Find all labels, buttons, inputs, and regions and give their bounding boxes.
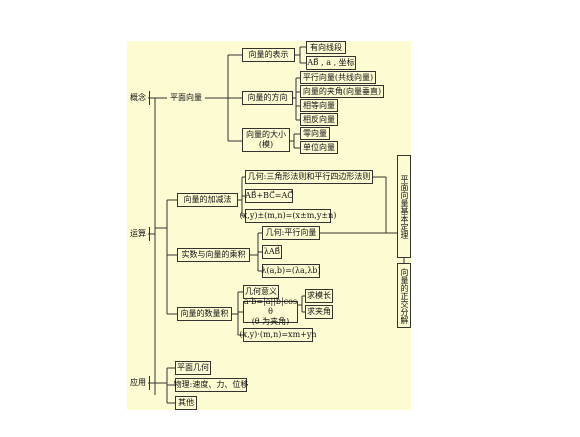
add-item-geometry: 几何:三角形法则和平行四边形法则 <box>245 170 373 184</box>
category-operation: 运算 <box>128 227 150 241</box>
magnitude-line2: (模) <box>258 140 274 149</box>
plane-vector-node: 平面向量 <box>170 93 202 102</box>
dir-item-parallel: 平行向量(共线向量) <box>300 71 376 84</box>
scalar-node: 实数与向量的乘积 <box>177 248 250 262</box>
app-item-physics: 物理:速度、力、位移 <box>174 378 248 392</box>
add-item-vector-sum: AB⃗+BC⃗=AC⃗ <box>245 189 293 203</box>
mag-item-zero: 零向量 <box>300 127 330 140</box>
dot-geometry: 几何意义 <box>243 285 279 299</box>
dot-result-length: 求模长 <box>305 289 333 303</box>
dot-formula-line1: a·b=|a||b|cos θ <box>243 297 298 316</box>
dot-result-angle: 求夹角 <box>305 305 333 319</box>
category-concept: 概念 <box>128 91 150 105</box>
scalar-item-coordinates: λ(a,b)=(λa,λb) <box>261 264 321 278</box>
app-item-geometry: 平面几何 <box>175 361 211 375</box>
category-application: 应用 <box>128 376 150 390</box>
scalar-item-notation: λAB⃗ <box>262 245 282 259</box>
magnitude-line1: 向量的大小 <box>246 130 286 139</box>
mag-item-unit: 单位向量 <box>300 141 338 154</box>
dot-formula: a·b=|a||b|cos θ (θ 为夹角) <box>243 297 298 326</box>
app-item-other: 其他 <box>175 396 197 410</box>
dir-item-equal: 相等向量 <box>300 99 338 112</box>
dir-item-opposite: 相反向量 <box>300 113 338 126</box>
add-sub-node: 向量的加减法 <box>177 193 238 207</box>
scalar-item-geometry: 几何:平行向量 <box>262 226 320 240</box>
magnitude-node: 向量的大小 (模) <box>242 128 290 152</box>
rep-item-notation: AB⃗ , a , 坐标 <box>306 56 356 70</box>
dot-coordinates: (x,y)·(m,n)=xm+yn <box>239 328 317 342</box>
theorem-node: 平面向量基本定理 <box>397 155 411 258</box>
rep-item-directed-segment: 有向线段 <box>306 41 346 54</box>
direction-node: 向量的方向 <box>242 91 293 105</box>
dir-item-angle: 向量的夹角(向量垂直) <box>300 85 384 98</box>
dot-formula-line2: (θ 为夹角) <box>251 317 290 326</box>
decomposition-node: 向量的正交分解 <box>397 263 411 328</box>
dot-product-node: 向量的数量积 <box>177 307 232 321</box>
add-item-coordinates: (x,y)±(m,n)=(x±m,y±n) <box>240 209 336 223</box>
representation-node: 向量的表示 <box>242 48 295 62</box>
